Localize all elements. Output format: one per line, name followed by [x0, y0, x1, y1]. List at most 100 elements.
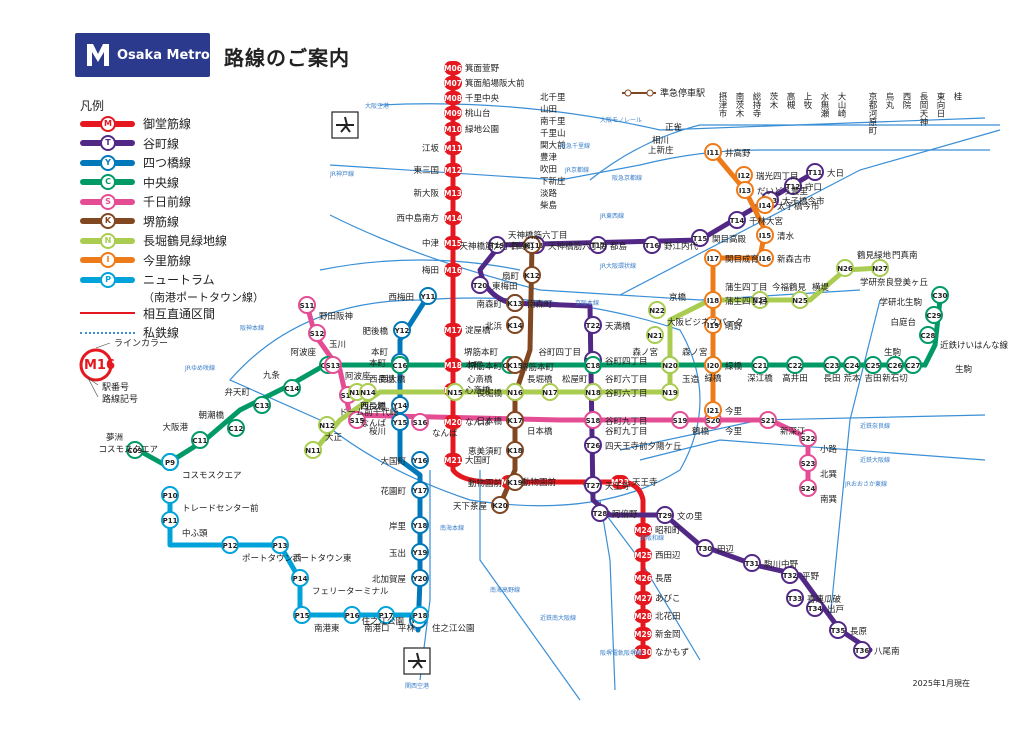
- station-k12[interactable]: K12: [523, 266, 541, 284]
- station-m21[interactable]: M21: [444, 453, 462, 467]
- station-k13[interactable]: K13: [506, 294, 524, 312]
- station-s16[interactable]: S16: [411, 413, 429, 431]
- station-i12[interactable]: I12: [735, 166, 753, 184]
- station-y16[interactable]: Y16: [411, 451, 429, 469]
- station-k17[interactable]: K17: [506, 411, 524, 429]
- station-k11[interactable]: K11: [523, 236, 541, 254]
- station-i20[interactable]: I20: [704, 356, 722, 374]
- station-t12[interactable]: T12: [784, 177, 802, 195]
- station-k20[interactable]: K20: [491, 496, 509, 514]
- station-k14[interactable]: K14: [506, 316, 524, 334]
- station-s24[interactable]: S24: [799, 479, 817, 497]
- station-i19[interactable]: I19: [704, 316, 722, 334]
- station-c25[interactable]: C25: [864, 356, 882, 374]
- station-p16[interactable]: P16: [343, 606, 361, 624]
- station-n18[interactable]: N18: [584, 383, 602, 401]
- station-p12[interactable]: P12: [221, 536, 239, 554]
- station-i14[interactable]: I14: [756, 196, 774, 214]
- station-t20[interactable]: T20: [471, 276, 489, 294]
- station-c14[interactable]: C14: [283, 379, 301, 397]
- station-m28[interactable]: M28: [634, 609, 652, 623]
- station-n24[interactable]: N24: [751, 291, 769, 309]
- station-n15[interactable]: N15: [446, 383, 464, 401]
- station-m14[interactable]: M14: [444, 211, 462, 225]
- station-n11[interactable]: N11: [304, 441, 322, 459]
- station-y11[interactable]: Y11: [419, 287, 437, 305]
- station-m08[interactable]: M08: [444, 91, 462, 105]
- station-t28[interactable]: T28: [591, 504, 609, 522]
- station-n20[interactable]: N20: [661, 356, 679, 374]
- station-c26[interactable]: C26: [886, 356, 904, 374]
- station-m16[interactable]: M16: [444, 263, 462, 277]
- station-t32[interactable]: T32: [781, 566, 799, 584]
- station-p11[interactable]: P11: [161, 511, 179, 529]
- station-s13[interactable]: S13: [324, 356, 342, 374]
- station-n19[interactable]: N19: [661, 383, 679, 401]
- station-m18[interactable]: M18: [444, 358, 462, 372]
- station-n14[interactable]: N14: [359, 383, 377, 401]
- station-s15[interactable]: S15: [348, 411, 366, 429]
- station-t16[interactable]: T16: [643, 236, 661, 254]
- station-k19[interactable]: K19: [506, 473, 524, 491]
- station-m07[interactable]: M07: [444, 76, 462, 90]
- station-n21[interactable]: N21: [646, 326, 664, 344]
- station-y18[interactable]: Y18: [411, 516, 429, 534]
- station-n22[interactable]: N22: [648, 301, 666, 319]
- station-n12[interactable]: N12: [318, 416, 336, 434]
- station-p14[interactable]: P14: [291, 569, 309, 587]
- station-c13[interactable]: C13: [253, 396, 271, 414]
- station-n17[interactable]: N17: [541, 383, 559, 401]
- station-i13[interactable]: I13: [736, 181, 754, 199]
- station-c16[interactable]: C16: [391, 356, 409, 374]
- station-y17[interactable]: Y17: [411, 481, 429, 499]
- station-c29[interactable]: C29: [925, 306, 943, 324]
- station-t33[interactable]: T33: [786, 589, 804, 607]
- station-m10[interactable]: M10: [444, 122, 462, 136]
- station-i21[interactable]: I21: [704, 401, 722, 419]
- station-m25[interactable]: M25: [634, 548, 652, 562]
- station-m24[interactable]: M24: [634, 523, 652, 537]
- station-p13[interactable]: P13: [271, 536, 289, 554]
- station-c23[interactable]: C23: [823, 356, 841, 374]
- station-k18[interactable]: K18: [506, 441, 524, 459]
- station-m27[interactable]: M27: [634, 591, 652, 605]
- station-t15[interactable]: T15: [691, 229, 709, 247]
- station-m17[interactable]: M17: [444, 323, 462, 337]
- station-m11[interactable]: M11: [444, 141, 462, 155]
- station-c21[interactable]: C21: [751, 356, 769, 374]
- station-p15[interactable]: P15: [293, 606, 311, 624]
- station-i17[interactable]: I17: [704, 249, 722, 267]
- station-n26[interactable]: N26: [836, 259, 854, 277]
- station-y12[interactable]: Y12: [393, 321, 411, 339]
- station-t27[interactable]: T27: [584, 476, 602, 494]
- station-m23[interactable]: M23: [611, 475, 629, 489]
- station-m09[interactable]: M09: [444, 106, 462, 120]
- station-i11[interactable]: I11: [704, 143, 722, 161]
- station-i16[interactable]: I16: [756, 249, 774, 267]
- station-c18[interactable]: C18: [584, 356, 602, 374]
- station-p9[interactable]: P9: [161, 453, 179, 471]
- station-m20[interactable]: M20: [444, 415, 462, 429]
- station-m29[interactable]: M29: [634, 627, 652, 641]
- station-i18[interactable]: I18: [704, 291, 722, 309]
- station-c09[interactable]: C09: [126, 441, 144, 459]
- station-t11[interactable]: T11: [806, 163, 824, 181]
- station-y15[interactable]: Y15: [391, 413, 409, 431]
- station-m15[interactable]: M15: [444, 236, 462, 250]
- station-c12[interactable]: C12: [227, 419, 245, 437]
- station-p18[interactable]: P18: [411, 606, 429, 624]
- station-y20[interactable]: Y20: [411, 569, 429, 587]
- station-t30[interactable]: T30: [696, 539, 714, 557]
- station-c22[interactable]: C22: [786, 356, 804, 374]
- station-c28[interactable]: C28: [919, 326, 937, 344]
- station-n27[interactable]: N27: [871, 259, 889, 277]
- station-c30[interactable]: C30: [931, 286, 949, 304]
- station-y19[interactable]: Y19: [411, 543, 429, 561]
- station-t14[interactable]: T14: [728, 211, 746, 229]
- station-t31[interactable]: T31: [743, 554, 761, 572]
- station-s18[interactable]: S18: [584, 411, 602, 429]
- station-s22[interactable]: S22: [799, 429, 817, 447]
- station-c27[interactable]: C27: [904, 356, 922, 374]
- station-s23[interactable]: S23: [799, 454, 817, 472]
- station-p17[interactable]: P17: [377, 606, 395, 624]
